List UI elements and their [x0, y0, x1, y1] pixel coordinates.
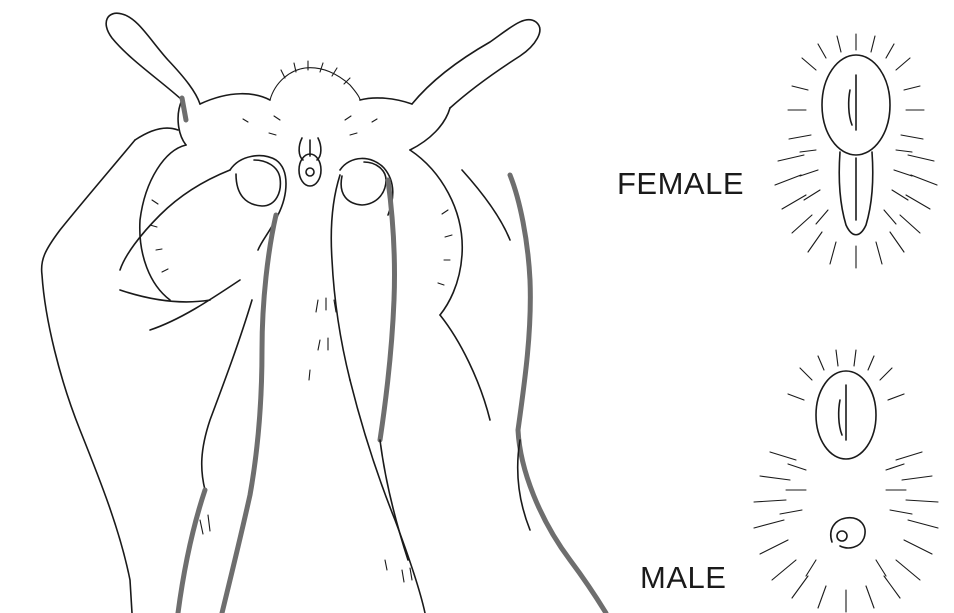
male-genital-detail [754, 350, 938, 612]
female-label: FEMALE [617, 166, 744, 202]
left-hand [42, 128, 286, 613]
rabbit-hind-legs [106, 13, 540, 150]
right-hand [331, 158, 606, 613]
female-genital-detail [775, 34, 937, 268]
male-label: MALE [640, 560, 726, 596]
rabbit-body [140, 61, 462, 380]
